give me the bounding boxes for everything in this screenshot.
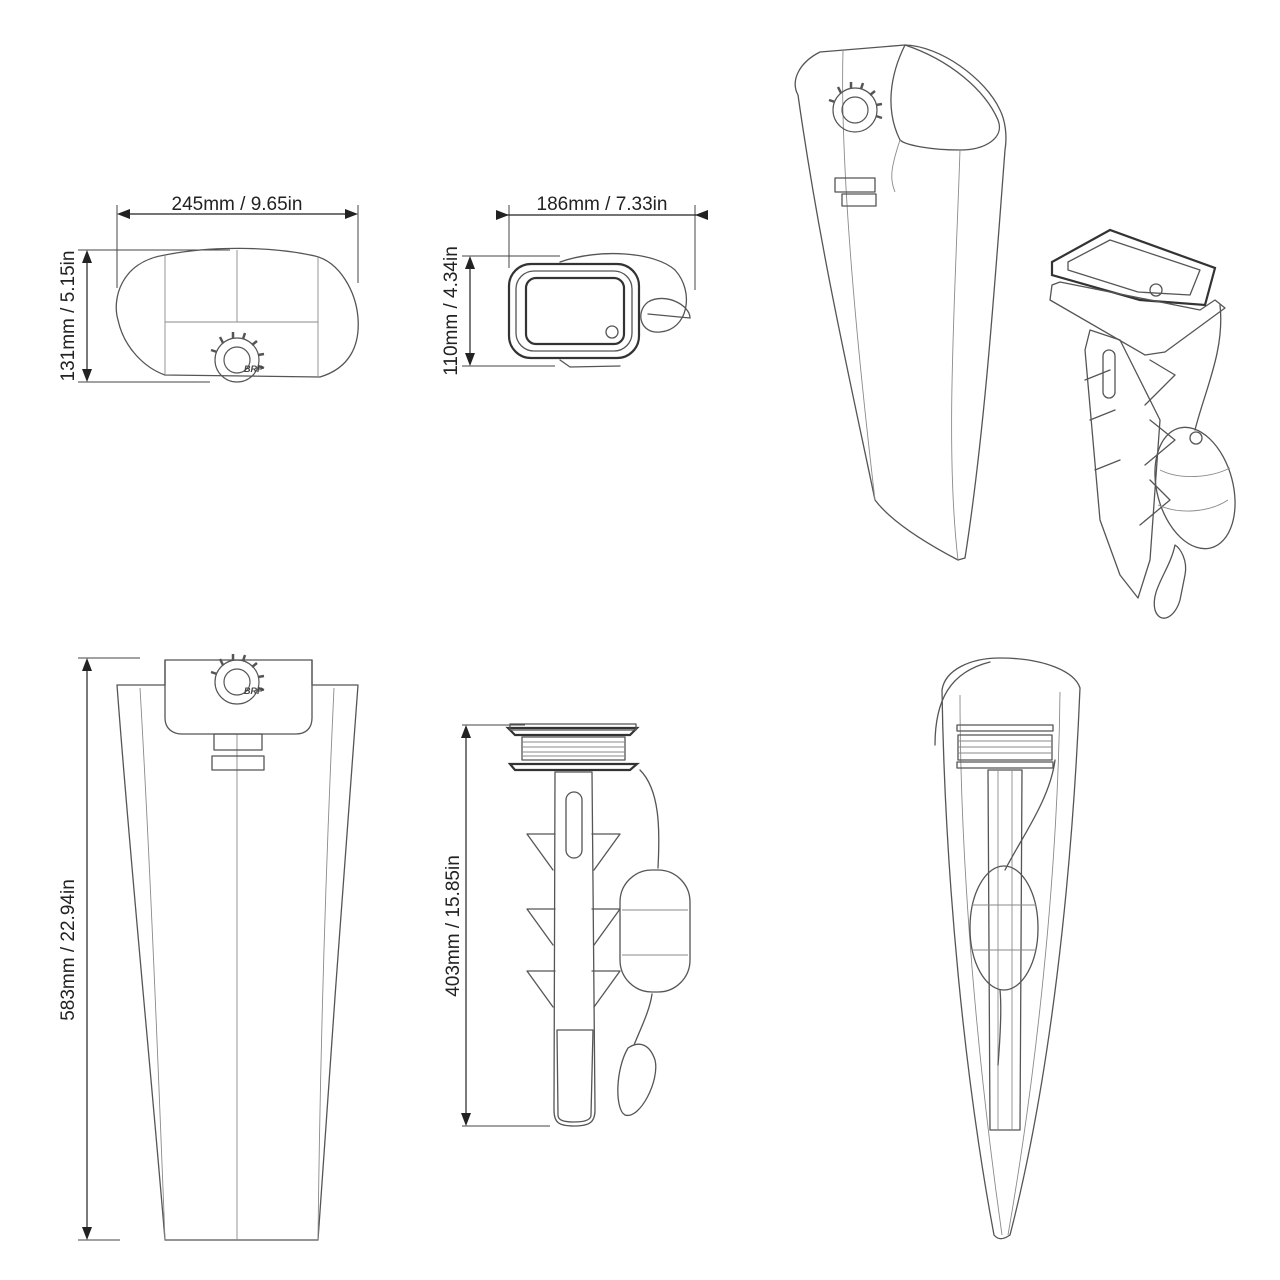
top-view: 245mm / 9.65in 131mm / 5.15in BRP — [58, 194, 359, 384]
front-height-dimension: 583mm / 22.94in — [58, 657, 140, 1241]
side-body-outline — [941, 657, 1081, 1240]
top-view-height-label: 131mm / 5.15in — [58, 251, 79, 382]
top-view-width-label: 245mm / 9.65in — [172, 194, 303, 215]
top-view-logo-text: BRP — [244, 364, 264, 374]
isometric-view — [794, 44, 1236, 619]
anchor-plate-outer — [507, 262, 641, 360]
front-logo-text: BRP — [244, 686, 264, 696]
anchor-top-width-dimension: 186mm / 7.33in — [496, 194, 708, 290]
anchor-height-dimension: 403mm / 15.85in — [443, 724, 550, 1127]
brp-logo-icon — [209, 330, 266, 384]
front-height-label: 583mm / 22.94in — [58, 879, 79, 1021]
top-view-height-dimension: 131mm / 5.15in — [58, 249, 230, 383]
anchor-top-width-label: 186mm / 7.33in — [537, 194, 668, 215]
anchor-plate-inner — [524, 276, 626, 346]
iso-body-outline — [794, 44, 1007, 561]
anchor-top-view: 186mm / 7.33in 110mm / 4.34in — [441, 194, 708, 376]
anchor-top-height-dimension: 110mm / 4.34in — [441, 246, 560, 376]
front-brp-logo-icon — [209, 652, 266, 706]
front-body-outline — [116, 659, 359, 1241]
anchor-height-label: 403mm / 15.85in — [443, 855, 464, 997]
side-profile-view — [934, 657, 1081, 1240]
top-view-width-dimension: 245mm / 9.65in — [116, 194, 359, 288]
anchor-side-view: 403mm / 15.85in — [443, 723, 691, 1127]
iso-anchor — [1049, 228, 1236, 619]
front-view: 583mm / 22.94in BRP — [58, 652, 359, 1241]
iso-brp-logo-icon — [827, 80, 884, 134]
top-view-outline — [115, 247, 359, 378]
anchor-top-height-label: 110mm / 4.34in — [441, 246, 462, 376]
